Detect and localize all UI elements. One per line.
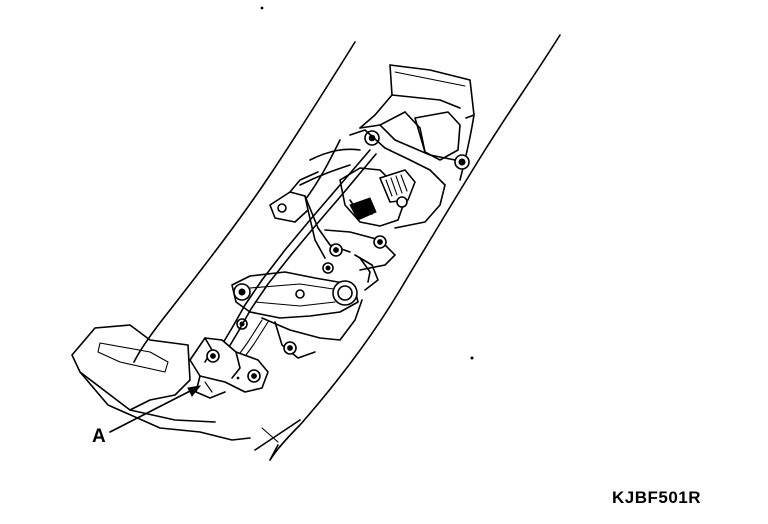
- callout-label-a: A: [92, 426, 106, 447]
- callout-arrow-head: [187, 385, 202, 397]
- callout-leader-line: [109, 387, 197, 433]
- speck: [470, 356, 474, 360]
- speck: [236, 376, 240, 380]
- rear-housing: [359, 64, 475, 170]
- speck: [260, 6, 264, 10]
- cable-clamp-a: [189, 337, 269, 399]
- floor-tunnel-outline: [133, 34, 561, 461]
- figure-code: KJBF501R: [612, 488, 702, 507]
- lever-assembly: [231, 129, 446, 359]
